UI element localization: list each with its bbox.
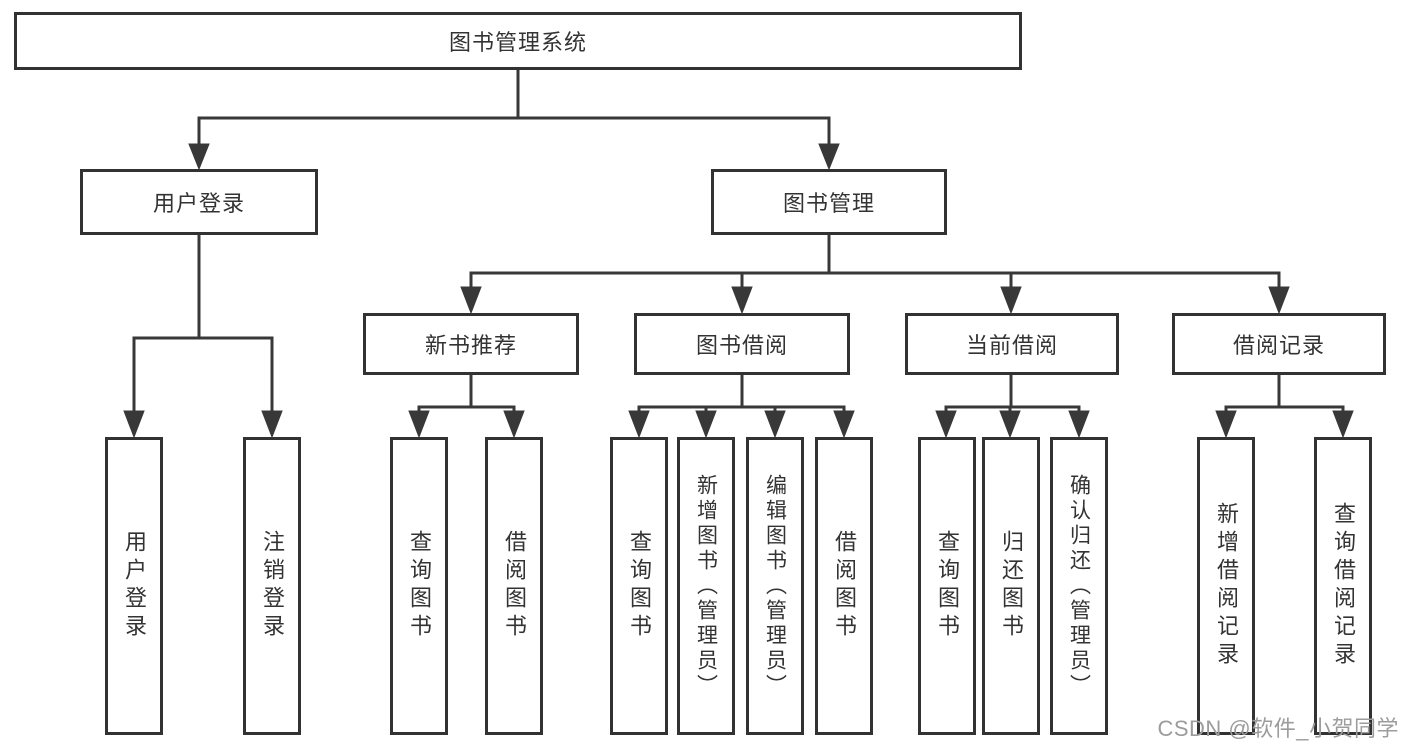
node-label: 新书推荐 [424,333,517,358]
node-label: 新增借阅记录 [1214,502,1239,670]
node-label: 归还图书 [999,530,1024,642]
node-new-book-recommendation: 新书推荐 [363,313,579,375]
node-library-management-system: 图书管理系统 [14,12,1022,70]
leaf-query-books-current: 查询图书 [918,437,976,735]
node-label: 借阅图书 [832,530,857,642]
leaf-confirm-return-admin: 确认归还（管理员） [1050,437,1108,735]
leaf-borrow-books-recommend: 借阅图书 [485,437,543,735]
leaf-query-books-recommend: 查询图书 [390,437,448,735]
leaf-query-borrow-record: 查询借阅记录 [1314,437,1372,735]
node-label: 查询借阅记录 [1331,502,1356,670]
node-label: 借阅图书 [502,530,527,642]
leaf-return-books: 归还图书 [982,437,1040,735]
node-label: 新增图书（管理员） [694,473,718,699]
leaf-add-books-admin: 新增图书（管理员） [677,437,735,735]
leaf-borrow-books: 借阅图书 [815,437,873,735]
node-label: 用户登录 [152,191,245,216]
node-label: 图书管理 [782,191,875,216]
node-user-login-group: 用户登录 [80,169,318,235]
node-label: 查询图书 [627,530,652,642]
leaf-logout: 注销登录 [243,437,301,735]
node-label: 当前借阅 [965,333,1058,358]
node-label: 注销登录 [260,530,285,642]
node-borrowing-records: 借阅记录 [1172,313,1386,375]
node-label: 确认归还（管理员） [1067,473,1091,699]
leaf-user-login: 用户登录 [105,437,163,735]
csdn-watermark: CSDN @软件_小贺同学 [1157,716,1399,741]
node-label: 用户登录 [122,530,147,642]
node-book-borrowing: 图书借阅 [634,313,850,375]
node-label: 查询图书 [935,530,960,642]
leaf-add-borrow-record: 新增借阅记录 [1197,437,1255,735]
leaf-edit-books-admin: 编辑图书（管理员） [746,437,804,735]
node-label: 图书管理系统 [448,30,587,55]
node-book-management-group: 图书管理 [711,169,947,235]
node-label: 查询图书 [407,530,432,642]
node-label: 编辑图书（管理员） [763,473,787,699]
node-label: 图书借阅 [695,333,788,358]
node-label: 借阅记录 [1232,333,1325,358]
node-current-borrowing: 当前借阅 [905,313,1119,375]
leaf-query-books-borrow: 查询图书 [610,437,668,735]
